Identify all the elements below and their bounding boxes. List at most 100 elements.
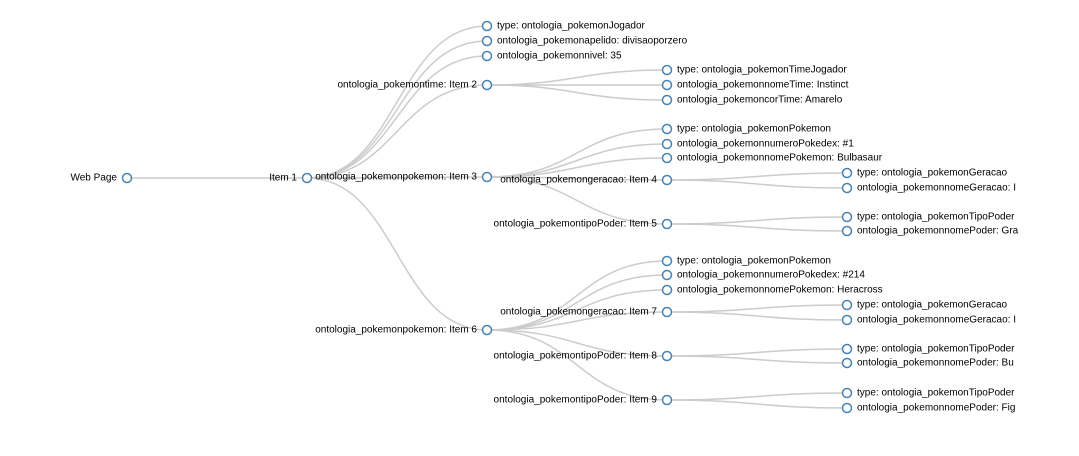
- tree-link: [666, 172, 848, 181]
- node-circle-icon[interactable]: [661, 394, 673, 406]
- links-layer: [127, 25, 848, 409]
- tree-node-0-4-4-0[interactable]: type: ontologia_pokemonTipoPoder: [841, 211, 1016, 223]
- tree-node-0-5-5-0[interactable]: type: ontologia_pokemonTipoPoder: [841, 387, 1016, 399]
- node-circle-icon[interactable]: [481, 171, 493, 183]
- tree-node-0-0-0[interactable]: type: ontologia_pokemonTimeJogador: [661, 64, 848, 76]
- node-circle-icon[interactable]: [841, 357, 853, 369]
- tree-node-0-5-4-0[interactable]: type: ontologia_pokemonTipoPoder: [841, 343, 1016, 355]
- node-circle-icon[interactable]: [661, 138, 673, 150]
- node-circle-icon[interactable]: [841, 299, 853, 311]
- tree-link: [666, 304, 848, 313]
- tree-node-0-0[interactable]: ontologia_pokemontime: Item 2: [337, 79, 493, 91]
- node-label-ontologia-pokemoncortime-amarelo: ontologia_pokemoncorTime: Amarelo: [677, 95, 843, 106]
- node-label-ontologia-pokemonpokemon-item-3: ontologia_pokemonpokemon: Item 3: [315, 172, 477, 183]
- tree-link: [666, 216, 848, 225]
- tree-link: [486, 329, 668, 357]
- tree-link: [666, 392, 848, 401]
- node-circle-icon[interactable]: [841, 211, 853, 223]
- tree-link: [486, 176, 668, 181]
- node-circle-icon[interactable]: [661, 350, 673, 362]
- node-label-ontologia-pokemonnomepoder-fig: ontologia_pokemonnomePoder: Fig: [857, 403, 1015, 414]
- node-label-ontologia-pokemonpokemon-item-6: ontologia_pokemonpokemon: Item 6: [315, 325, 477, 336]
- node-circle-icon[interactable]: [661, 255, 673, 267]
- tree-node-0-5-3-1[interactable]: ontologia_pokemonnomeGeracao: I: [841, 314, 1017, 326]
- tree-node-0-5-2[interactable]: ontologia_pokemonnomePokemon: Heracross: [661, 284, 883, 296]
- node-circle-icon[interactable]: [841, 182, 853, 194]
- node-circle-icon[interactable]: [301, 172, 313, 184]
- tree-link: [486, 157, 668, 178]
- tree-link: [666, 223, 848, 232]
- node-circle-icon[interactable]: [661, 79, 673, 91]
- tree-node-0-5-5-1[interactable]: ontologia_pokemonnomePoder: Fig: [841, 402, 1016, 414]
- tree-node-0-5-4[interactable]: ontologia_pokemontipoPoder: Item 8: [494, 350, 673, 362]
- tree-node-0-5-5[interactable]: ontologia_pokemontipoPoder: Item 9: [494, 394, 673, 406]
- node-circle-icon[interactable]: [661, 174, 673, 186]
- tree-link: [666, 348, 848, 357]
- tree-link: [486, 143, 668, 178]
- node-label-ontologia-pokemontipopoder-item-5: ontologia_pokemontipoPoder: Item 5: [494, 219, 658, 230]
- node-circle-icon[interactable]: [841, 225, 853, 237]
- tree-link: [306, 176, 488, 179]
- tree-node-0-5-0[interactable]: type: ontologia_pokemonPokemon: [661, 255, 832, 267]
- node-label-type-ontologia-pokemontipopoder: type: ontologia_pokemonTipoPoder: [857, 388, 1015, 399]
- node-circle-icon[interactable]: [661, 306, 673, 318]
- node-label-ontologia-pokemonnomegeracao-i: ontologia_pokemonnomeGeracao: I: [857, 183, 1016, 194]
- tree-node-0-4-0[interactable]: type: ontologia_pokemonPokemon: [661, 123, 832, 135]
- tree-node-0-4-1[interactable]: ontologia_pokemonnumeroPokedex: #1: [661, 138, 855, 150]
- tree-link: [486, 84, 668, 101]
- node-circle-icon[interactable]: [841, 343, 853, 355]
- tree-link: [306, 25, 488, 179]
- tree-node-0-4-4-1[interactable]: ontologia_pokemonnomePoder: Gra: [841, 225, 1019, 237]
- node-circle-icon[interactable]: [661, 269, 673, 281]
- node-label-ontologia-pokemonnomepokemon-bulbasaur: ontologia_pokemonnomePokemon: Bulbasaur: [677, 153, 883, 164]
- node-label-ontologia-pokemonnumeropokedex-214: ontologia_pokemonnumeroPokedex: #214: [677, 270, 865, 281]
- node-label-type-ontologia-pokemongeracao: type: ontologia_pokemonGeracao: [857, 168, 1008, 179]
- node-label-ontologia-pokemonnumeropokedex-1: ontologia_pokemonnumeroPokedex: #1: [677, 139, 854, 150]
- nodes-layer: Web Page Item 1 ontologia_pokemontime: Ite…: [70, 21, 1018, 414]
- tree-node-0[interactable]: Item 1: [269, 172, 313, 184]
- tree-node-0-4-4[interactable]: ontologia_pokemontipoPoder: Item 5: [494, 218, 673, 230]
- node-circle-icon[interactable]: [841, 387, 853, 399]
- tree-node-root[interactable]: Web Page: [70, 172, 133, 184]
- tree-link: [306, 40, 488, 179]
- node-label-ontologia-pokemonnomepokemon-heracross: ontologia_pokemonnomePokemon: Heracross: [677, 285, 883, 296]
- tree-node-0-5-4-1[interactable]: ontologia_pokemonnomePoder: Bu: [841, 357, 1014, 369]
- tree-node-0-5-3[interactable]: ontologia_pokemongeracao: Item 7: [500, 306, 673, 318]
- node-circle-icon[interactable]: [481, 20, 493, 32]
- tree-node-0-4-3-1[interactable]: ontologia_pokemonnomeGeracao: I: [841, 182, 1017, 194]
- tree-link: [486, 69, 668, 86]
- tree-link: [486, 128, 668, 178]
- node-circle-icon[interactable]: [661, 94, 673, 106]
- tree-node-0-4-2[interactable]: ontologia_pokemonnomePokemon: Bulbasaur: [661, 152, 883, 164]
- node-circle-icon[interactable]: [481, 324, 493, 336]
- node-circle-icon[interactable]: [661, 152, 673, 164]
- node-label-ontologia-pokemonapelido-divisaoporzero: ontologia_pokemonapelido: divisaoporzero: [497, 36, 688, 47]
- tree-link: [306, 55, 488, 179]
- tree-node-0-4[interactable]: ontologia_pokemonpokemon: Item 3: [315, 171, 493, 183]
- node-circle-icon[interactable]: [121, 172, 133, 184]
- tree-node-0-1[interactable]: type: ontologia_pokemonJogador: [481, 20, 646, 32]
- node-circle-icon[interactable]: [481, 35, 493, 47]
- tree-node-0-2[interactable]: ontologia_pokemonapelido: divisaoporzero: [481, 35, 688, 47]
- tree-node-0-4-3[interactable]: ontologia_pokemongeracao: Item 4: [500, 174, 673, 186]
- node-circle-icon[interactable]: [481, 79, 493, 91]
- node-circle-icon[interactable]: [841, 314, 853, 326]
- tree-node-0-5-3-0[interactable]: type: ontologia_pokemonGeracao: [841, 299, 1008, 311]
- tree-node-0-4-3-0[interactable]: type: ontologia_pokemonGeracao: [841, 167, 1008, 179]
- node-circle-icon[interactable]: [661, 123, 673, 135]
- node-label-ontologia-pokemonnomepoder-gra: ontologia_pokemonnomePoder: Gra: [857, 226, 1019, 237]
- node-circle-icon[interactable]: [481, 50, 493, 62]
- node-circle-icon[interactable]: [661, 218, 673, 230]
- node-circle-icon[interactable]: [841, 167, 853, 179]
- tree-node-0-0-2[interactable]: ontologia_pokemoncorTime: Amarelo: [661, 94, 843, 106]
- node-circle-icon[interactable]: [661, 284, 673, 296]
- node-circle-icon[interactable]: [661, 64, 673, 76]
- node-circle-icon[interactable]: [841, 402, 853, 414]
- tree-node-0-0-1[interactable]: ontologia_pokemonnomeTime: Instinct: [661, 79, 849, 91]
- tree-link: [486, 260, 668, 331]
- tree-node-0-5[interactable]: ontologia_pokemonpokemon: Item 6: [315, 324, 493, 336]
- tree-node-0-5-1[interactable]: ontologia_pokemonnumeroPokedex: #214: [661, 269, 866, 281]
- node-label-ontologia-pokemonnometime-instinct: ontologia_pokemonnomeTime: Instinct: [677, 80, 849, 91]
- tree-link: [306, 177, 488, 331]
- tree-node-0-3[interactable]: ontologia_pokemonnivel: 35: [481, 50, 622, 62]
